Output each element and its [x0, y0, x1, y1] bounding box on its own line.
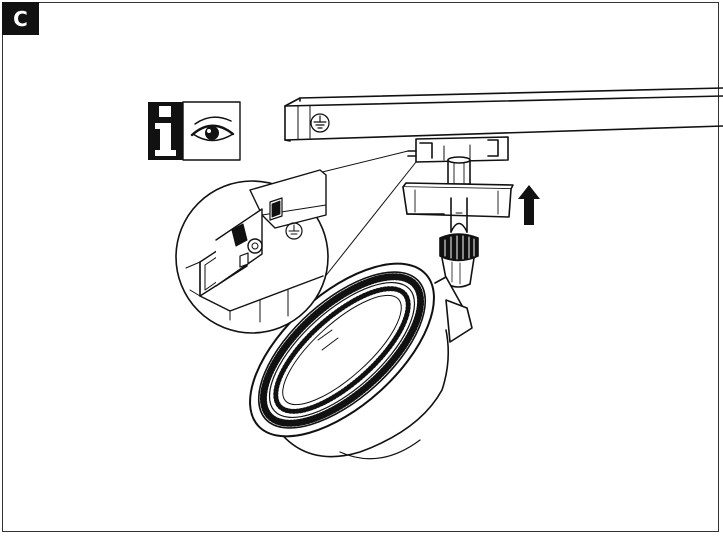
eye-icon: [182, 101, 241, 161]
step-label-badge: C: [2, 2, 39, 35]
track-rail: [284, 87, 723, 142]
fixture-stem: [450, 197, 468, 233]
track-adapter: [407, 136, 509, 185]
detail-magnifier: [175, 169, 329, 334]
knurled-ring: [439, 233, 479, 288]
arrow-up-icon: [518, 185, 540, 225]
ground-symbol-icon: [310, 113, 330, 133]
spotlight-head: [249, 262, 473, 460]
adapter-cover: [402, 182, 514, 218]
info-i-icon: [148, 102, 183, 160]
